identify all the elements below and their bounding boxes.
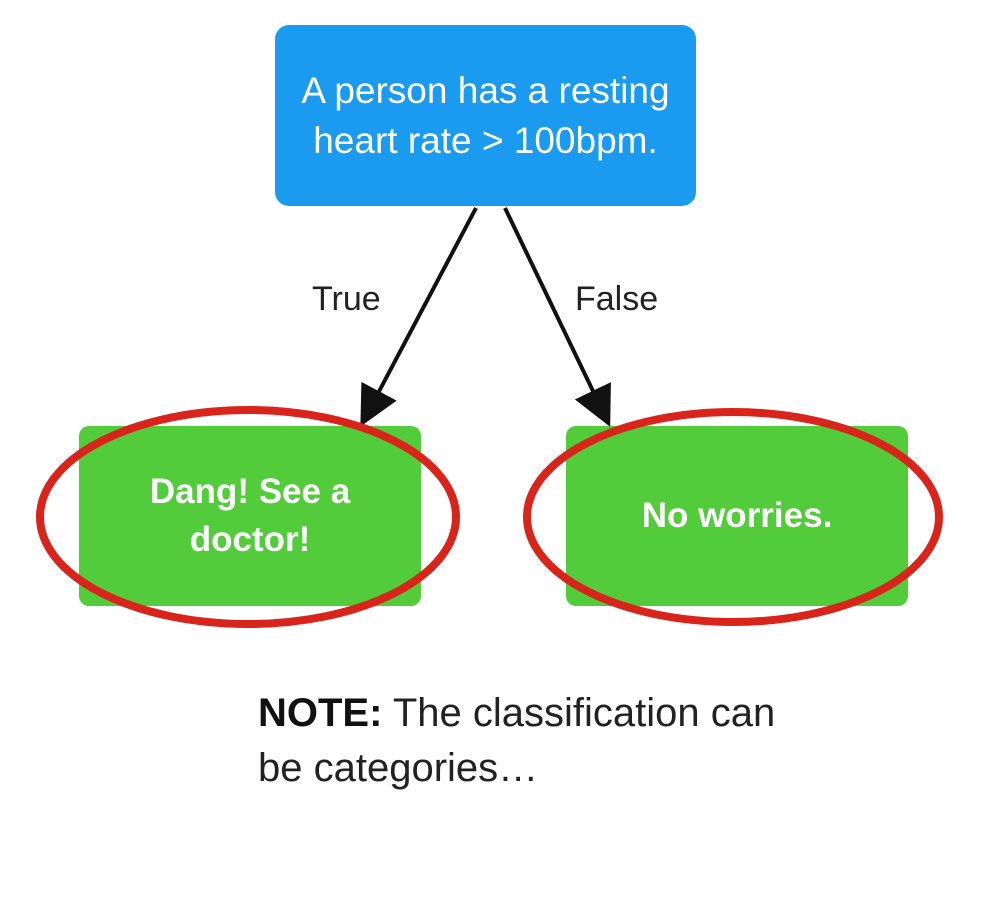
true-branch-label: True <box>312 280 381 318</box>
note-body: The classification can be categories… <box>258 691 776 790</box>
root-decision-node: A person has a resting heart rate > 100b… <box>275 25 696 206</box>
note-text: NOTE: The classification can be categori… <box>258 686 778 796</box>
true-branch-arrow <box>360 207 478 427</box>
leaf-node-false: No worries. <box>566 426 908 606</box>
note-heading: NOTE: <box>258 691 383 735</box>
leaf-node-true: Dang! See a doctor! <box>79 426 421 606</box>
leaf-true-text: Dang! See a doctor! <box>149 472 351 559</box>
root-decision-text: A person has a resting heart rate > 100b… <box>301 69 670 161</box>
leaf-false-text: No worries. <box>641 496 833 535</box>
false-branch-label: False <box>575 280 659 318</box>
